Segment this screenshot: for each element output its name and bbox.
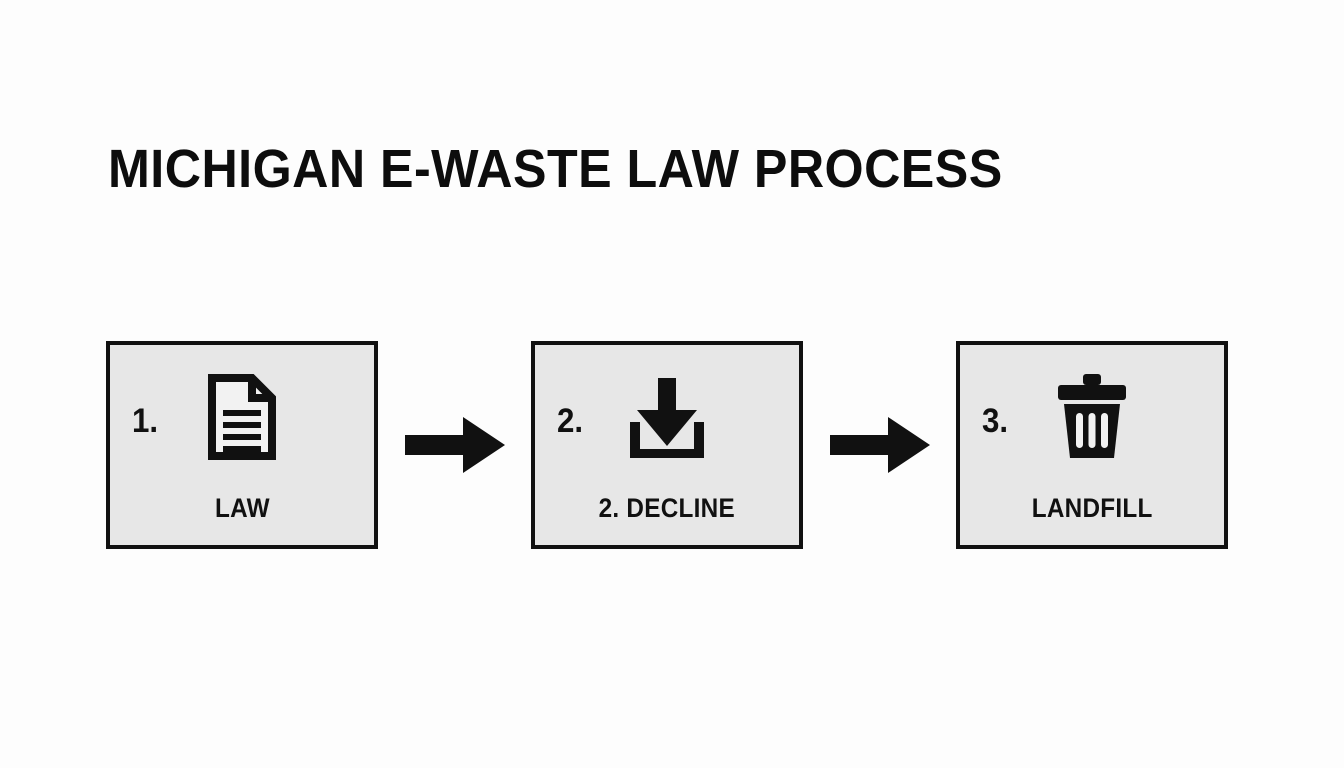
page-title: MICHIGAN E-WASTE LAW PROCESS [108,139,1003,199]
step-box-decline[interactable]: 2. 2. DECLINE [531,341,803,549]
step-label: LANDFILL [1031,493,1153,523]
step-number: 1. [132,402,159,440]
arrow-right-icon [829,417,930,473]
trash-icon [960,371,1224,463]
download-icon [535,371,799,463]
document-icon [110,371,374,463]
connector-1 [378,340,531,550]
step-number: 3. [982,402,1009,440]
connector-2 [803,340,956,550]
arrow-right-icon [404,417,505,473]
process-flow: 1. LAW 2. [106,340,1228,550]
step-label: 2. DECLINE [598,493,736,523]
step-number: 2. [557,402,584,440]
step-box-landfill[interactable]: 3. LANDFILL [956,341,1228,549]
step-box-law[interactable]: 1. LAW [106,341,378,549]
step-label: LAW [214,493,270,523]
